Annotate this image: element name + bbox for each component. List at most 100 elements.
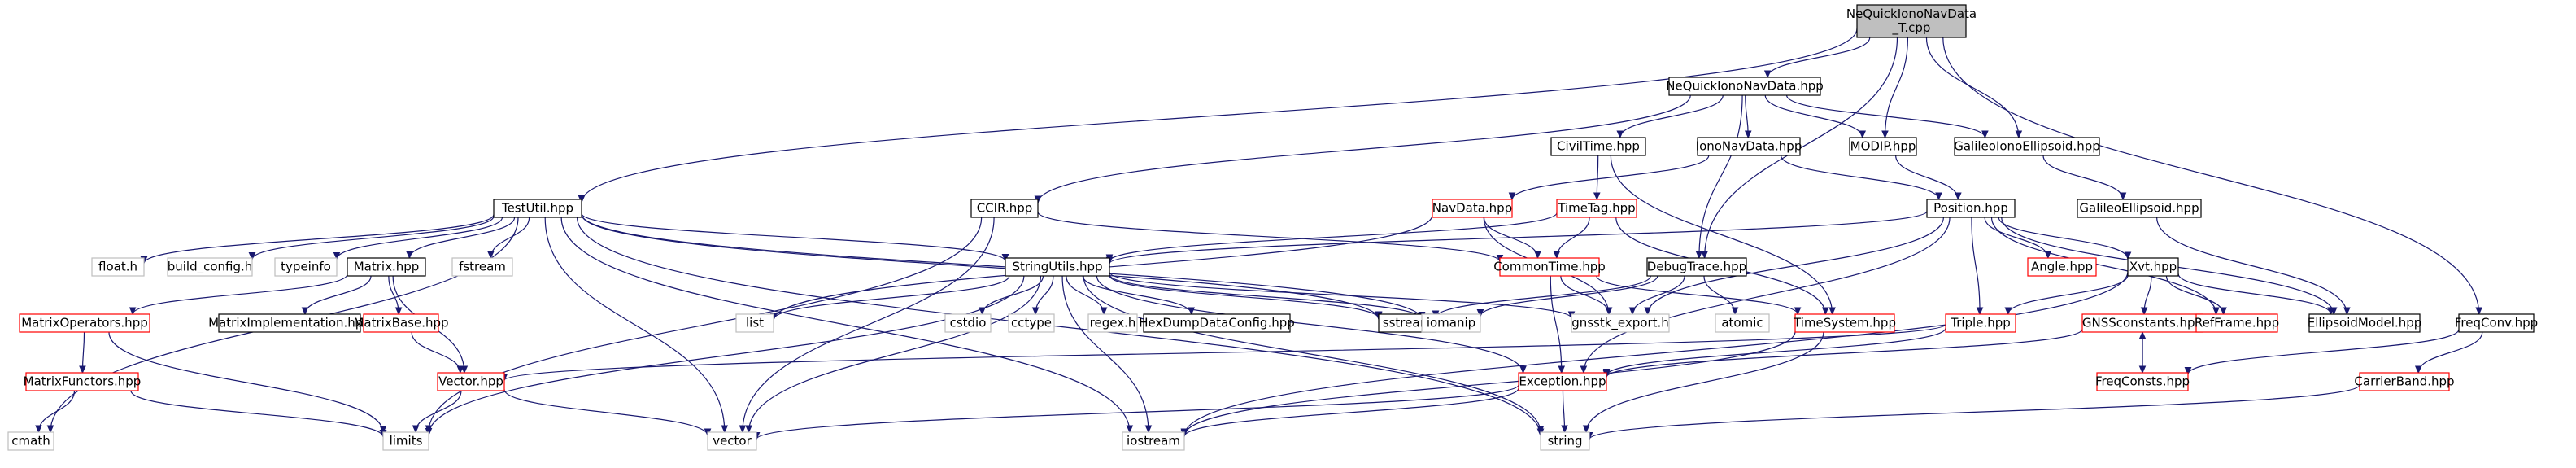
node-gnssconst[interactable]: GNSSconstants.hpp: [2081, 313, 2203, 333]
edge-testutil-to-sstream: [581, 214, 1379, 319]
edge-vector-hpp-to-vector: [503, 389, 708, 435]
node-typeinfo[interactable]: typeinfo: [274, 257, 338, 277]
node-label: regex.h: [1090, 316, 1136, 330]
node-iononav[interactable]: IonoNavData.hpp: [1696, 137, 1802, 156]
node-regexh[interactable]: regex.h: [1087, 313, 1138, 333]
node-matimpl[interactable]: MatrixImplementation.hpp: [208, 313, 371, 333]
node-hexdump[interactable]: HexDumpDataConfig.hpp: [1139, 313, 1295, 333]
node-atomic[interactable]: atomic: [1715, 313, 1770, 333]
node-commontime[interactable]: CommonTime.hpp: [1493, 257, 1606, 277]
node-box: [2077, 199, 2202, 218]
node-label: iomanip: [1427, 316, 1475, 330]
edge-xvt-to-refframe: [2165, 275, 2223, 314]
node-box: [1421, 313, 1481, 333]
edge-nequick-to-civiltime: [1620, 94, 1724, 138]
node-box: [25, 372, 139, 391]
edge-testutil-to-iostream: [560, 217, 1130, 432]
edge-nequick-to-modip: [1764, 94, 1862, 138]
node-root[interactable]: NeQuickIonoNavData_T.cpp: [1846, 4, 1977, 38]
node-iomanip[interactable]: iomanip: [1421, 313, 1481, 333]
edge-exception-to-string: [1563, 390, 1564, 432]
node-position[interactable]: Position.hpp: [1926, 199, 2016, 218]
node-box: [1945, 313, 2016, 333]
node-box: [1794, 313, 1895, 333]
node-buildcfg[interactable]: build_config.h: [167, 257, 253, 277]
edge-debugtrace-to-gnsstk: [1632, 275, 1685, 314]
node-carrierband[interactable]: CarrierBand.hpp: [2354, 372, 2455, 391]
node-matbase[interactable]: MatrixBase.hpp: [353, 313, 449, 333]
node-string[interactable]: string: [1540, 431, 1590, 451]
node-triple[interactable]: Triple.hpp: [1945, 313, 2016, 333]
node-freqconsts[interactable]: FreqConsts.hpp: [2095, 372, 2190, 391]
edge-stringutils-to-list: [774, 275, 1010, 320]
node-box: [1005, 257, 1110, 277]
node-refframe[interactable]: RefFrame.hpp: [2195, 313, 2279, 333]
node-label: StringUtils.hpp: [1012, 260, 1102, 274]
node-label: CivilTime.hpp: [1557, 139, 1640, 154]
node-box: [218, 313, 361, 333]
edge-matrix-to-matops: [133, 273, 348, 314]
node-galell[interactable]: GalileoEllipsoid.hpp: [2077, 199, 2202, 218]
edge-matops-to-limits: [108, 331, 383, 433]
node-box: [91, 257, 145, 277]
edge-debugtrace-to-iomanip: [1480, 275, 1658, 317]
node-cmath[interactable]: cmath: [7, 431, 54, 451]
node-galiono[interactable]: GalileoIonoEllipsoid.hpp: [1954, 137, 2100, 156]
node-iostream[interactable]: iostream: [1122, 431, 1185, 451]
edge-stringutils-to-sstream: [1109, 275, 1379, 318]
node-floath[interactable]: float.h: [91, 257, 145, 277]
node-stringutils[interactable]: StringUtils.hpp: [1005, 257, 1110, 277]
node-modip[interactable]: MODIP.hpp: [1849, 137, 1917, 156]
node-label: CarrierBand.hpp: [2354, 374, 2454, 389]
node-label: TestUtil.hpp: [501, 201, 573, 216]
node-civiltime[interactable]: CivilTime.hpp: [1550, 137, 1646, 156]
edge-matrix-to-matbase: [388, 275, 399, 314]
node-timetag[interactable]: TimeTag.hpp: [1556, 199, 1637, 218]
node-vector-hpp[interactable]: Vector.hpp: [437, 372, 505, 391]
node-box: [1715, 313, 1770, 333]
node-limits[interactable]: limits: [382, 431, 429, 451]
node-exception[interactable]: Exception.hpp: [1518, 372, 1607, 391]
node-box: [274, 257, 338, 277]
node-cctype[interactable]: cctype: [1008, 313, 1055, 333]
node-matfunc[interactable]: MatrixFunctors.hpp: [24, 372, 142, 391]
node-debugtrace[interactable]: DebugTrace.hpp: [1646, 257, 1747, 277]
node-label: FreqConv.hpp: [2455, 316, 2538, 330]
node-angle[interactable]: Angle.hpp: [2027, 257, 2097, 277]
node-timesystem[interactable]: TimeSystem.hpp: [1793, 313, 1896, 333]
node-gnsstk[interactable]: gnsstk_export.h: [1571, 313, 1670, 333]
edge-stringutils-to-exception: [1096, 275, 1523, 373]
node-ellmodel[interactable]: EllipsoidModel.hpp: [2308, 313, 2422, 333]
node-box: [944, 313, 992, 333]
node-label: Triple.hpp: [1950, 316, 2011, 330]
edge-stringutils-to-cctype: [1035, 275, 1054, 314]
node-list[interactable]: list: [735, 313, 774, 333]
node-cstdio[interactable]: cstdio: [944, 313, 992, 333]
node-navdata[interactable]: NavData.hpp: [1432, 199, 1513, 218]
node-box: [970, 199, 1039, 218]
edge-iononav-to-navdata: [1512, 155, 1710, 199]
edge-galell-to-ellmodel: [2156, 217, 2347, 314]
node-box: [1087, 313, 1138, 333]
node-matops[interactable]: MatrixOperators.hpp: [19, 313, 150, 333]
edge-stringutils-to-iomanip: [1109, 273, 1422, 319]
node-ccir[interactable]: CCIR.hpp: [970, 199, 1039, 218]
node-label: MatrixFunctors.hpp: [24, 374, 142, 389]
node-box: [451, 257, 513, 277]
node-fstream[interactable]: fstream: [451, 257, 513, 277]
node-freqconv[interactable]: FreqConv.hpp: [2455, 313, 2538, 333]
node-box: [1008, 313, 1055, 333]
node-box: [1571, 313, 1670, 333]
node-testutil[interactable]: TestUtil.hpp: [493, 199, 582, 218]
node-label: EllipsoidModel.hpp: [2308, 316, 2422, 330]
node-label: limits: [390, 434, 423, 448]
node-label: float.h: [98, 260, 137, 274]
node-label: CCIR.hpp: [977, 201, 1033, 216]
node-xvt[interactable]: Xvt.hpp: [2127, 257, 2179, 277]
node-nequick[interactable]: NeQuickIonoNavData.hpp: [1666, 77, 1824, 96]
node-matrix[interactable]: Matrix.hpp: [347, 257, 426, 277]
node-label: RefFrame.hpp: [2195, 316, 2279, 330]
edge-vector-hpp-to-limits: [416, 390, 462, 432]
node-vector[interactable]: vector: [707, 431, 757, 451]
